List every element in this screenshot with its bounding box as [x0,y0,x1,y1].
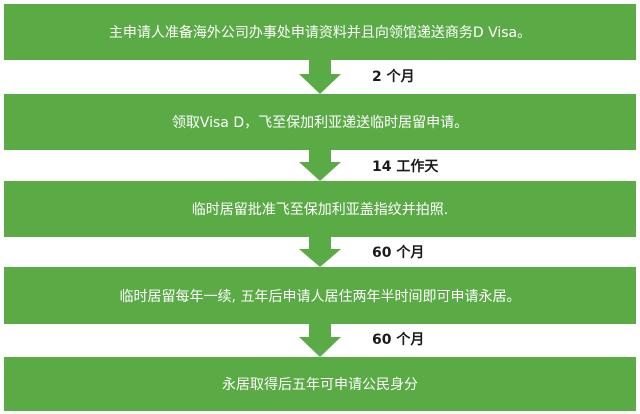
down-arrow-shape-4 [299,324,341,357]
duration-label-4: 60 个月 [372,332,425,348]
step-box-3: 临时居留批准飞至保加利亚盖指纹并拍照. [4,181,636,237]
down-arrow-shape-1 [299,60,341,94]
duration-label-2: 14 工作天 [372,159,439,175]
step-box-5: 永居取得后五年可申请公民身分 [4,357,636,411]
down-arrow-icon [299,237,341,267]
down-arrow-icon [299,324,341,357]
step-text-5: 永居取得后五年可申请公民身分 [222,377,418,393]
step-text-3: 临时居留批准飞至保加利亚盖指纹并拍照. [191,202,449,218]
down-arrow-icon [299,150,341,181]
step-text-2: 领取Visa D，飞至保加利亚递送临时居留申请。 [171,115,469,131]
step-text-4: 临时居留每年一续, 五年后申请人居住两年半时间即可申请永居。 [119,288,521,305]
step-box-2: 领取Visa D，飞至保加利亚递送临时居留申请。 [4,94,636,150]
step-box-4: 临时居留每年一续, 五年后申请人居住两年半时间即可申请永居。 [4,267,636,324]
duration-label-3: 60 个月 [372,245,425,261]
step-box-1: 主申请人准备海外公司办事处申请资料并且向领馆递送商务D Visa。 [4,4,636,60]
step-text-1: 主申请人准备海外公司办事处申请资料并且向领馆递送商务D Visa。 [108,25,532,41]
down-arrow-shape-2 [299,150,341,181]
down-arrow-shape-3 [299,237,341,267]
duration-label-1: 2 个月 [372,69,415,85]
down-arrow-icon [299,60,341,94]
